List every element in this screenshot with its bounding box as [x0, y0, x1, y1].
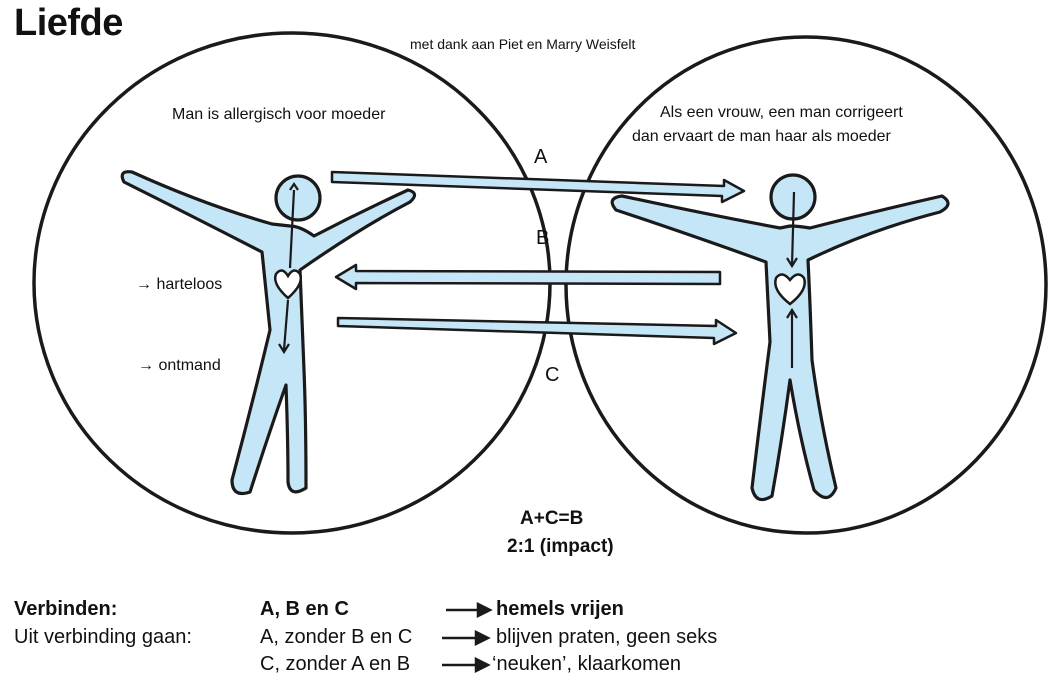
label-a: A — [534, 146, 548, 168]
legend-result: ‘neuken’, klaarkomen — [492, 653, 681, 675]
side-note-text: ontmand — [158, 357, 221, 374]
legend-arrows — [442, 601, 493, 674]
legend-condition: C, zonder A en B — [260, 653, 411, 675]
arrow-right-icon: → — [136, 276, 152, 293]
left-figure — [120, 170, 417, 496]
label-b: B — [536, 227, 550, 249]
arrow-a — [330, 170, 746, 204]
left-heart — [274, 269, 302, 300]
legend-condition: A, zonder B en C — [260, 626, 413, 648]
label-c: C — [545, 364, 560, 386]
right-circle — [564, 35, 1048, 535]
left-caption: Man is allergisch voor moeder — [172, 106, 386, 123]
formula-line2: 2:1 (impact) — [507, 536, 614, 557]
arrow-c — [336, 316, 738, 346]
formula-line1: A+C=B — [520, 508, 584, 529]
arrow-b — [334, 263, 722, 291]
credit-text: met dank aan Piet en Marry Weisfelt — [410, 36, 636, 52]
side-note-ontmand: → ontmand — [138, 357, 221, 375]
legend-result: hemels vrijen — [496, 598, 624, 620]
right-caption-line1: Als een vrouw, een man corrigeert — [660, 104, 903, 121]
inner-lines — [278, 182, 798, 368]
side-note-harteloos: → harteloos — [136, 276, 222, 294]
right-caption-line2: dan ervaart de man haar als moeder — [632, 128, 891, 145]
right-heart — [774, 273, 806, 306]
legend-condition: A, B en C — [260, 598, 349, 620]
side-note-text: harteloos — [156, 276, 223, 293]
arrows — [330, 170, 746, 346]
legend-heading-uit-verbinding: Uit verbinding gaan: — [14, 626, 192, 648]
arrow-right-icon: → — [138, 357, 154, 374]
legend-heading-verbinden: Verbinden: — [14, 598, 118, 620]
page-title: Liefde — [14, 2, 123, 44]
legend-result: blijven praten, geen seks — [496, 626, 718, 648]
